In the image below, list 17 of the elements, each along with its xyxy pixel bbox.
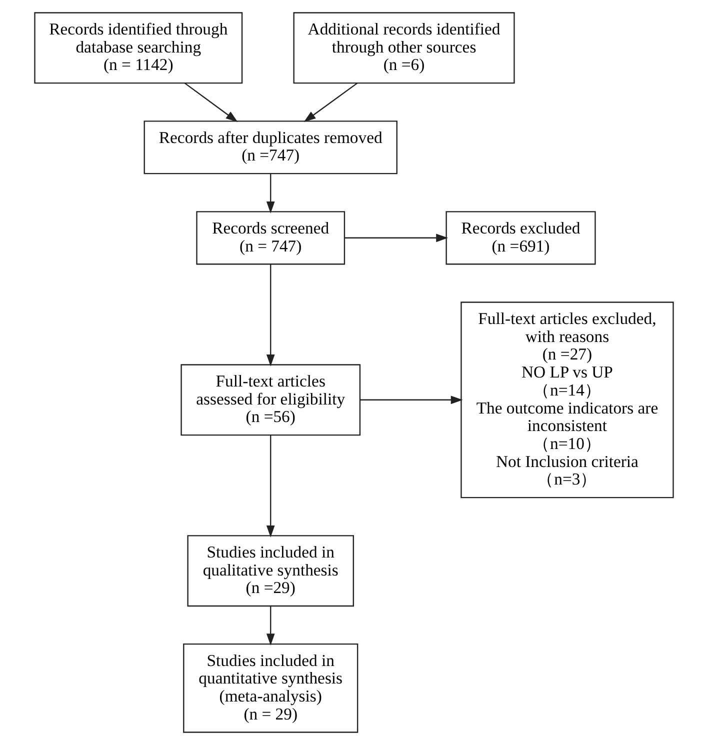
node-box: Records identified through database searching (n = 1142): [34, 12, 243, 84]
node-box: Records screened (n = 747): [196, 211, 346, 265]
arrow: [360, 396, 463, 404]
arrow: [304, 82, 358, 122]
node-box: Full-text articles excluded, with reasons (n =27) NO LP vs UP （n=14） The outcome indicators are inconsistent （n=10） Not Inclusion criteria （n=3）: [460, 302, 674, 498]
arrow: [266, 435, 275, 538]
node-box: Records after duplicates removed (n =747): [144, 120, 398, 174]
arrow: [266, 606, 275, 646]
arrow: [266, 264, 275, 366]
arrow: [184, 82, 238, 122]
node-box: Full-text articles assessed for eligibility (n =56): [180, 364, 361, 436]
node-box: Studies included in quantitative synthesis (meta-analysis) (n = 29): [183, 644, 358, 733]
arrow: [344, 234, 448, 242]
node-box: Additional records identified through other sources (n =6): [293, 12, 515, 84]
arrow: [266, 174, 275, 214]
node-box: Records excluded (n =691): [446, 211, 596, 265]
node-box: Studies included in qualitative synthesis (n =29): [187, 535, 354, 607]
